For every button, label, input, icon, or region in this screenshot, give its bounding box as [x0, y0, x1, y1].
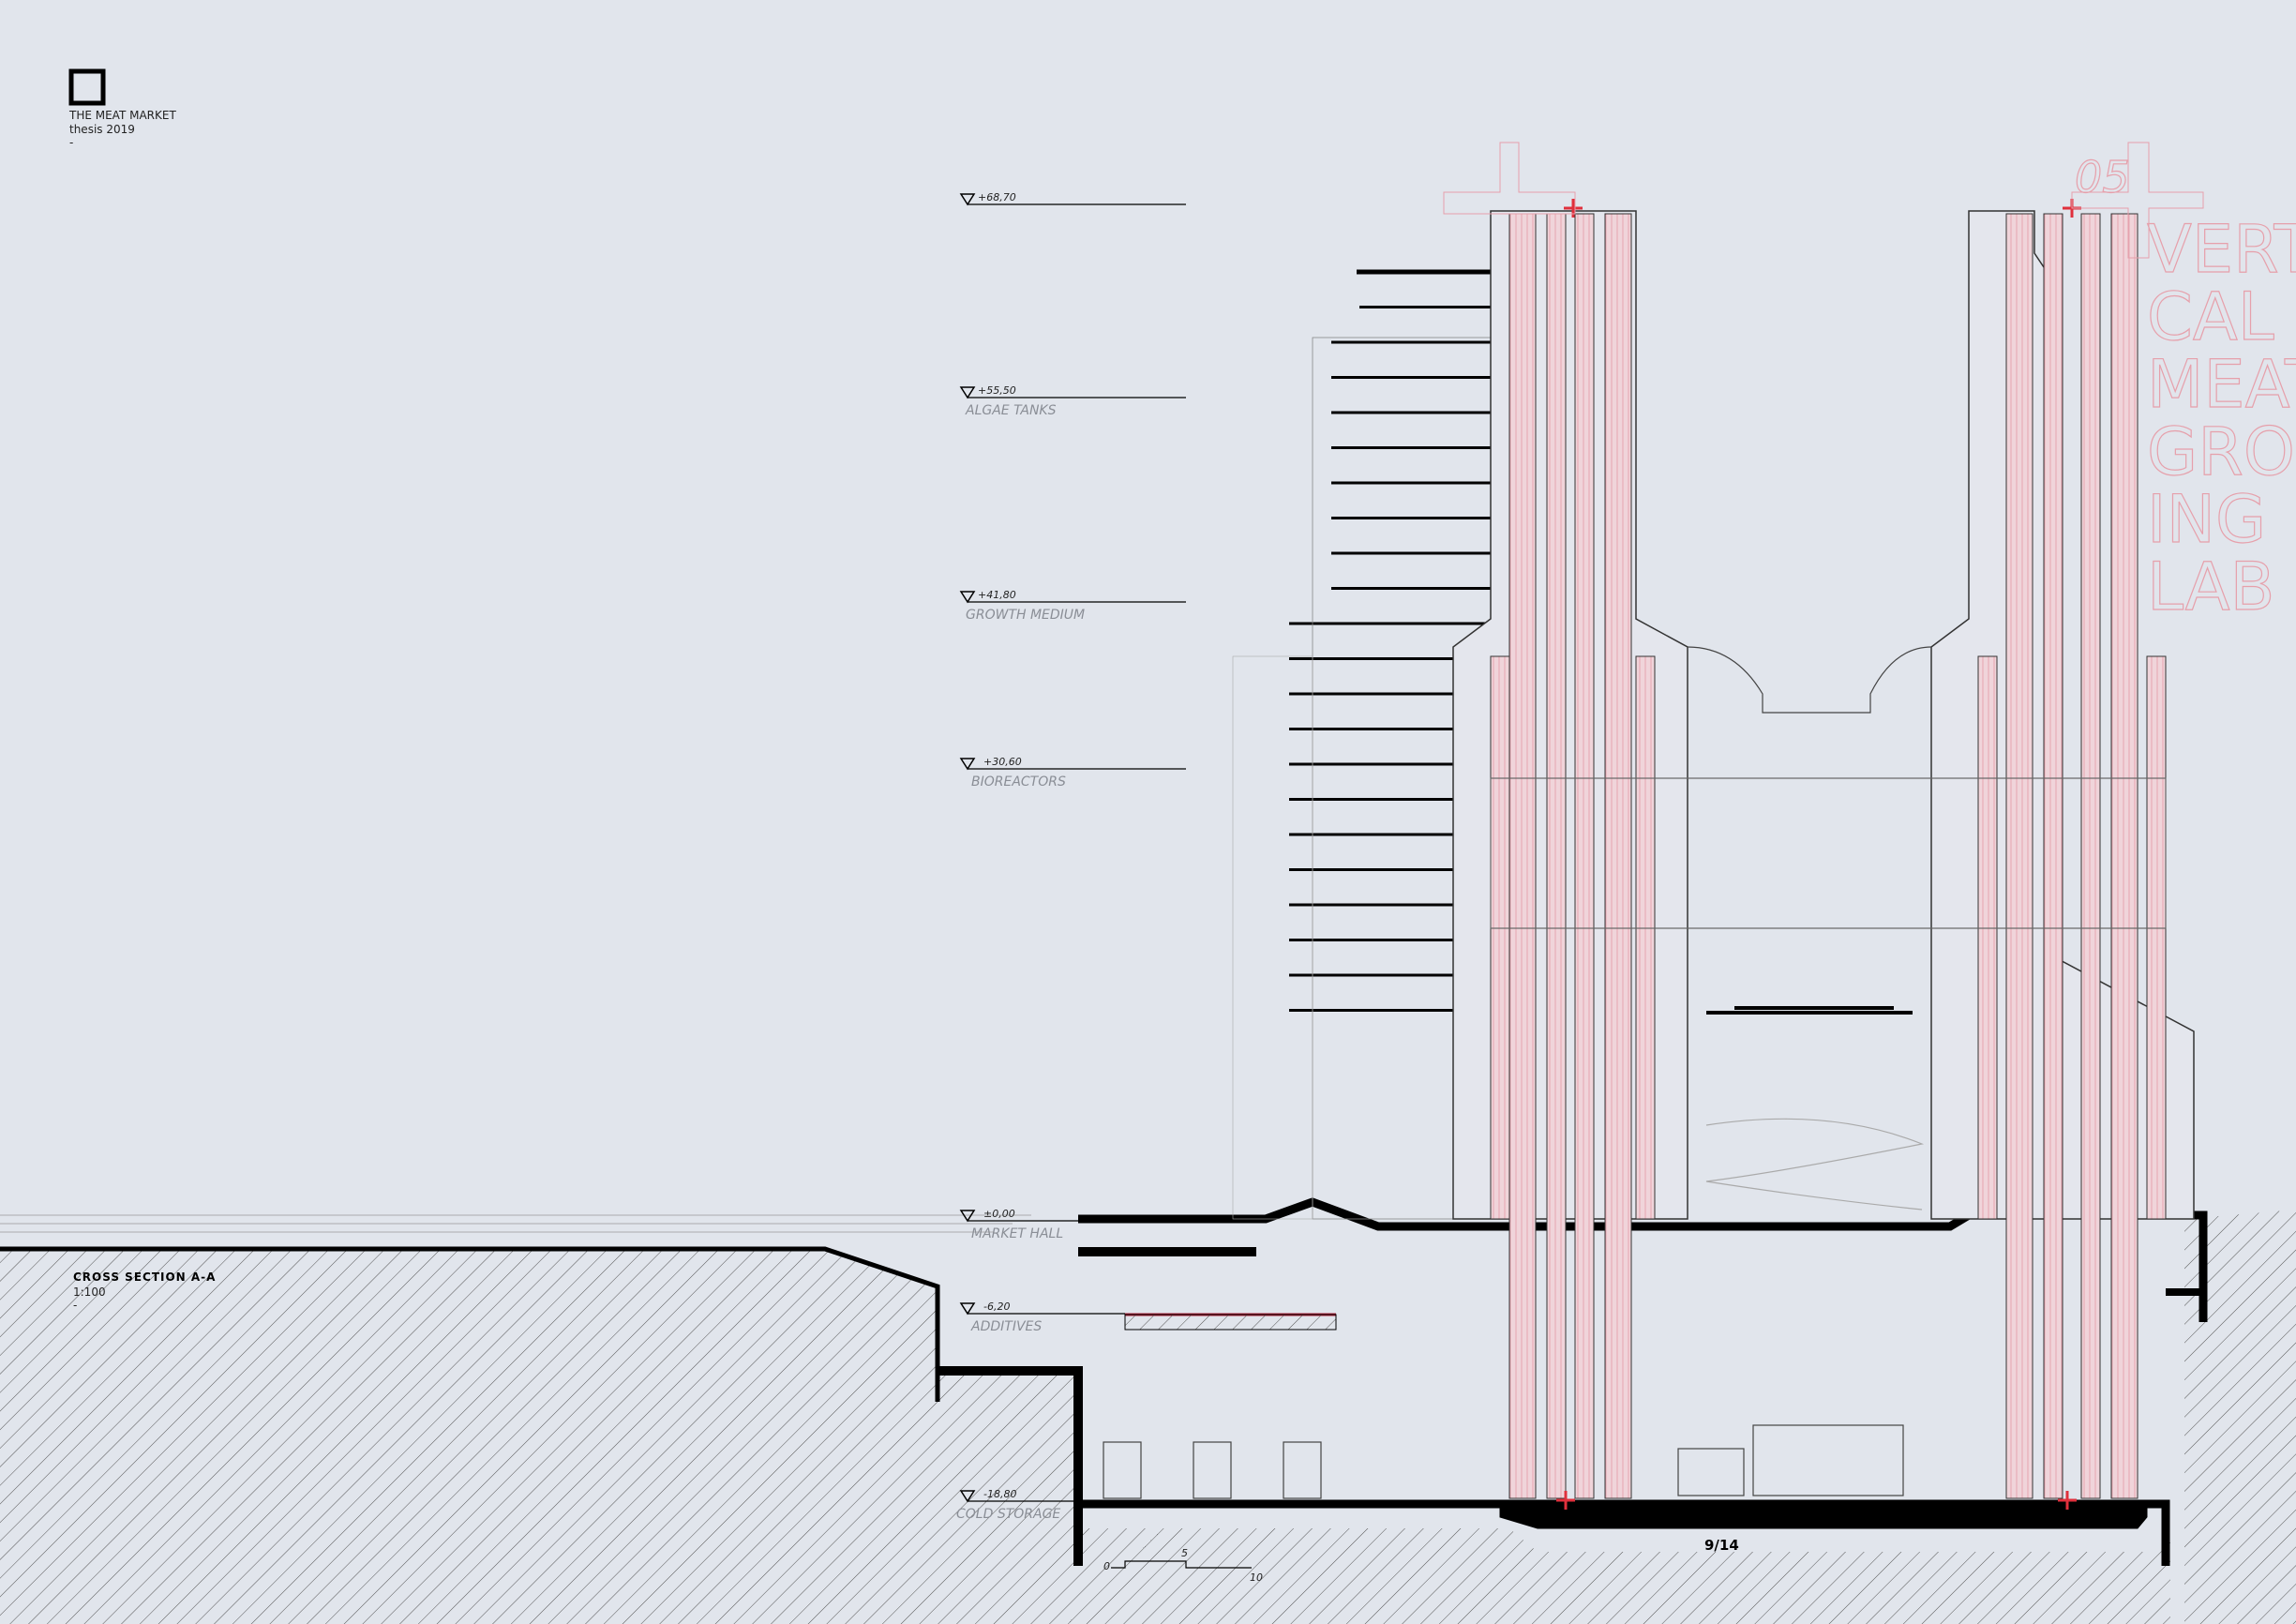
level-name: COLD STORAGE — [956, 1507, 1060, 1522]
chapter-number: 05 — [2075, 152, 2130, 203]
level-name: BIOREACTORS — [971, 774, 1066, 789]
level-elevation: +30,60 — [983, 756, 1022, 768]
scale-bar: 0 5 10 — [1103, 1547, 1263, 1584]
level-name: MARKET HALL — [971, 1226, 1063, 1241]
scale-label-0: 0 — [1103, 1560, 1110, 1572]
level-triangle-icon — [959, 1302, 976, 1316]
level-elevation: ±0,00 — [983, 1208, 1015, 1220]
chapter-title-line: CAL — [2147, 278, 2274, 355]
project-subtitle: thesis 2019 — [69, 123, 135, 136]
chapter-title-line: ING — [2147, 481, 2266, 558]
scale-label-5: 5 — [1181, 1547, 1188, 1559]
chapter-title-line: VERTI- — [2147, 211, 2296, 288]
drawing-title: CROSS SECTION A-A — [73, 1271, 216, 1284]
bioreactor-tower-right — [1930, 210, 2195, 1499]
level-triangle-icon — [959, 591, 976, 604]
scale-label-10: 10 — [1250, 1571, 1263, 1584]
level-triangle-icon — [959, 758, 976, 771]
sheet-number: 9/14 — [1704, 1537, 1739, 1554]
level-elevation: +55,50 — [978, 384, 1016, 397]
chapter-title-line: LAB — [2147, 549, 2275, 625]
trucks — [1103, 1424, 1904, 1499]
level-elevation: -6,20 — [983, 1301, 1010, 1313]
level-name: ADDITIVES — [970, 1319, 1042, 1334]
chapter-title: VERTI-CALMEATGROWINGLAB — [2146, 210, 2296, 625]
level-elevation: +68,70 — [978, 191, 1016, 203]
chapter-title-line: MEAT — [2147, 346, 2296, 423]
level-triangle-icon — [959, 193, 976, 206]
project-title: THE MEAT MARKET — [68, 109, 176, 122]
ground-hatch — [0, 1210, 2296, 1624]
level-marker: +68,70 — [959, 191, 1186, 206]
level-triangle-icon — [959, 1490, 976, 1503]
level-name: GROWTH MEDIUM — [966, 608, 1085, 623]
level-elevation: +41,80 — [978, 589, 1016, 601]
chapter-title-line: GROW — [2147, 414, 2296, 490]
level-elevation: -18,80 — [983, 1488, 1016, 1500]
pink-cross-outlines — [1443, 142, 2204, 259]
level-name: ALGAE TANKS — [965, 403, 1057, 418]
level-triangle-icon — [959, 1210, 976, 1223]
level-triangle-icon — [959, 386, 976, 399]
drawing-dash: - — [73, 1299, 77, 1312]
logo-square — [68, 68, 106, 106]
bioreactor-tower-left — [1452, 210, 1688, 1499]
central-bridge — [1490, 646, 2167, 1210]
drawing-scale: 1:100 — [73, 1286, 106, 1299]
header-dash: - — [69, 136, 73, 149]
